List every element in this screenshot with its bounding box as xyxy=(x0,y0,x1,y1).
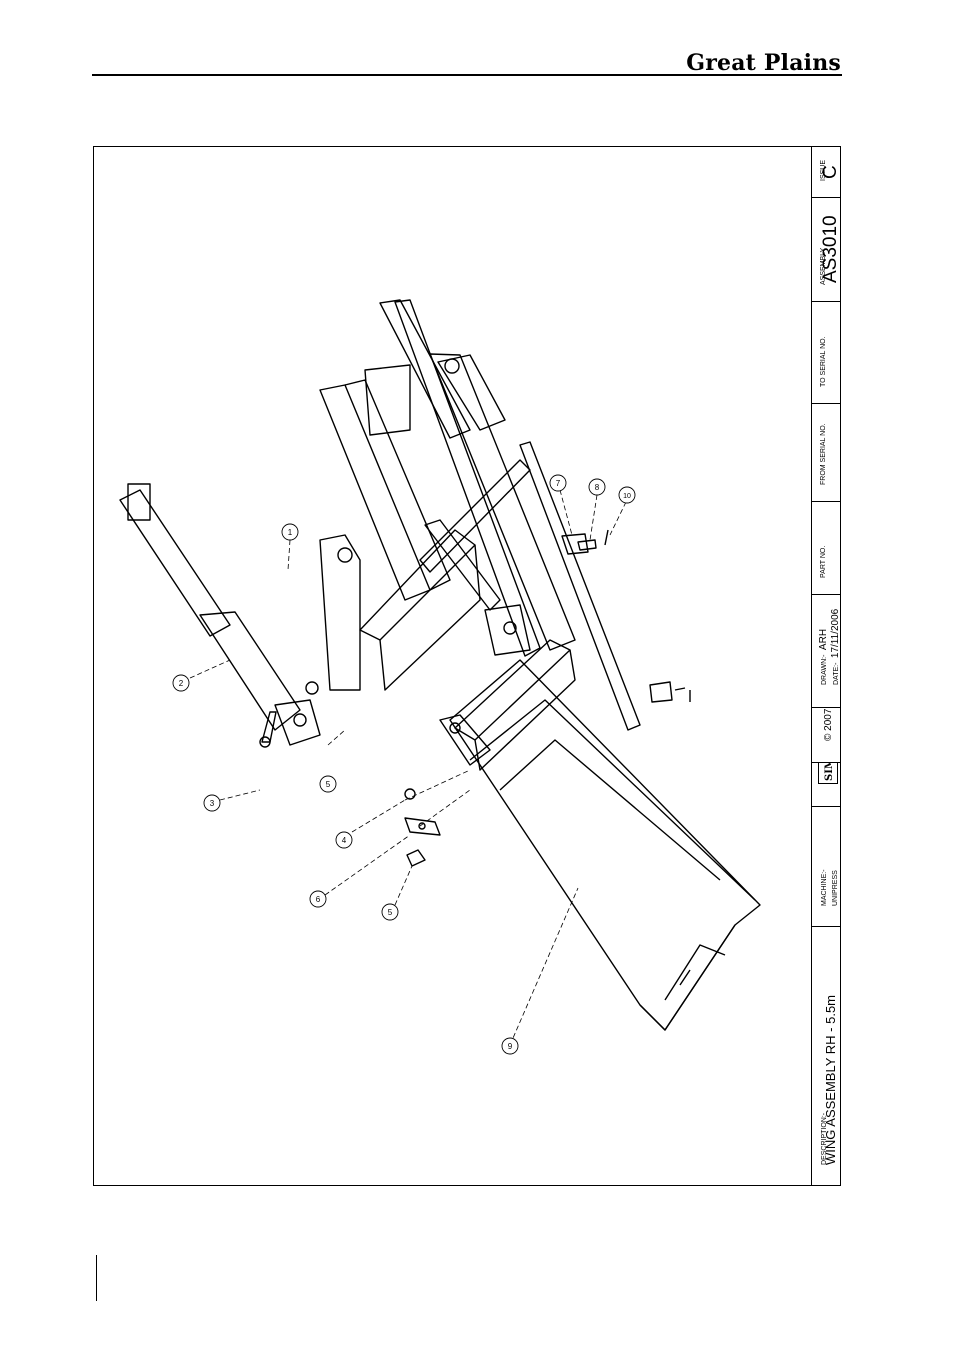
description-value: WING ASSEMBLY RH - 5.5m xyxy=(823,995,838,1165)
part-no-cell: PART NO. xyxy=(812,502,841,595)
callout-9: 9 xyxy=(502,1038,518,1054)
svg-text:7: 7 xyxy=(556,479,561,488)
date-label: DATE:- xyxy=(833,663,840,685)
description-cell: DESCRIPTION:- WING ASSEMBLY RH - 5.5m xyxy=(812,927,841,1185)
svg-text:9: 9 xyxy=(508,1042,513,1051)
svg-text:3: 3 xyxy=(210,799,215,808)
callout-10: 10 xyxy=(619,487,635,503)
title-block: ISSUE C ASSEMBLY AS3010 TO SERIAL NO. FR… xyxy=(811,147,840,1185)
svg-text:6: 6 xyxy=(316,895,321,904)
callout-8: 8 xyxy=(589,479,605,495)
svg-text:10: 10 xyxy=(623,493,631,500)
svg-text:5: 5 xyxy=(326,780,331,789)
assembly-cell: ASSEMBLY AS3010 xyxy=(812,198,841,302)
drawn-date-cell: DRAWN:- ARH DATE:- 17/11/2006 xyxy=(812,595,841,708)
callout-4: 4 xyxy=(336,832,352,848)
footer-rule xyxy=(96,1255,97,1301)
logo-cell: SIMBA xyxy=(812,763,841,807)
from-serial-label: FROM SERIAL NO. xyxy=(820,423,827,485)
callout-6: 6 xyxy=(310,891,326,907)
svg-text:4: 4 xyxy=(342,836,347,845)
machine-value: UNIPRESS xyxy=(832,870,839,906)
callout-3: 3 xyxy=(204,795,220,811)
part-no-label: PART NO. xyxy=(820,546,827,578)
svg-text:5: 5 xyxy=(388,908,393,917)
callout-5b: 5 xyxy=(382,904,398,920)
issue-cell: ISSUE C xyxy=(812,147,841,198)
assembly-value: AS3010 xyxy=(820,215,841,283)
callout-7: 7 xyxy=(550,475,566,491)
to-serial-label: TO SERIAL NO. xyxy=(820,336,827,387)
svg-text:8: 8 xyxy=(595,483,600,492)
callout-5a: 5 xyxy=(320,776,336,792)
copyright-text: © 2007 xyxy=(823,709,834,741)
to-serial-cell: TO SERIAL NO. xyxy=(812,302,841,404)
simba-logo: SIMBA xyxy=(824,763,835,781)
date-value: 17/11/2006 xyxy=(830,609,841,658)
copyright-cell: © 2007 xyxy=(812,708,841,763)
machine-cell: MACHINE:- UNIPRESS xyxy=(812,807,841,927)
svg-text:1: 1 xyxy=(288,528,293,537)
issue-value: C xyxy=(820,165,841,179)
from-serial-cell: FROM SERIAL NO. xyxy=(812,404,841,502)
svg-text:2: 2 xyxy=(179,679,184,688)
callout-1: 1 xyxy=(282,524,298,540)
callout-bubbles: 1 2 3 4 5 5 6 7 xyxy=(173,475,635,1054)
callout-2: 2 xyxy=(173,675,189,691)
